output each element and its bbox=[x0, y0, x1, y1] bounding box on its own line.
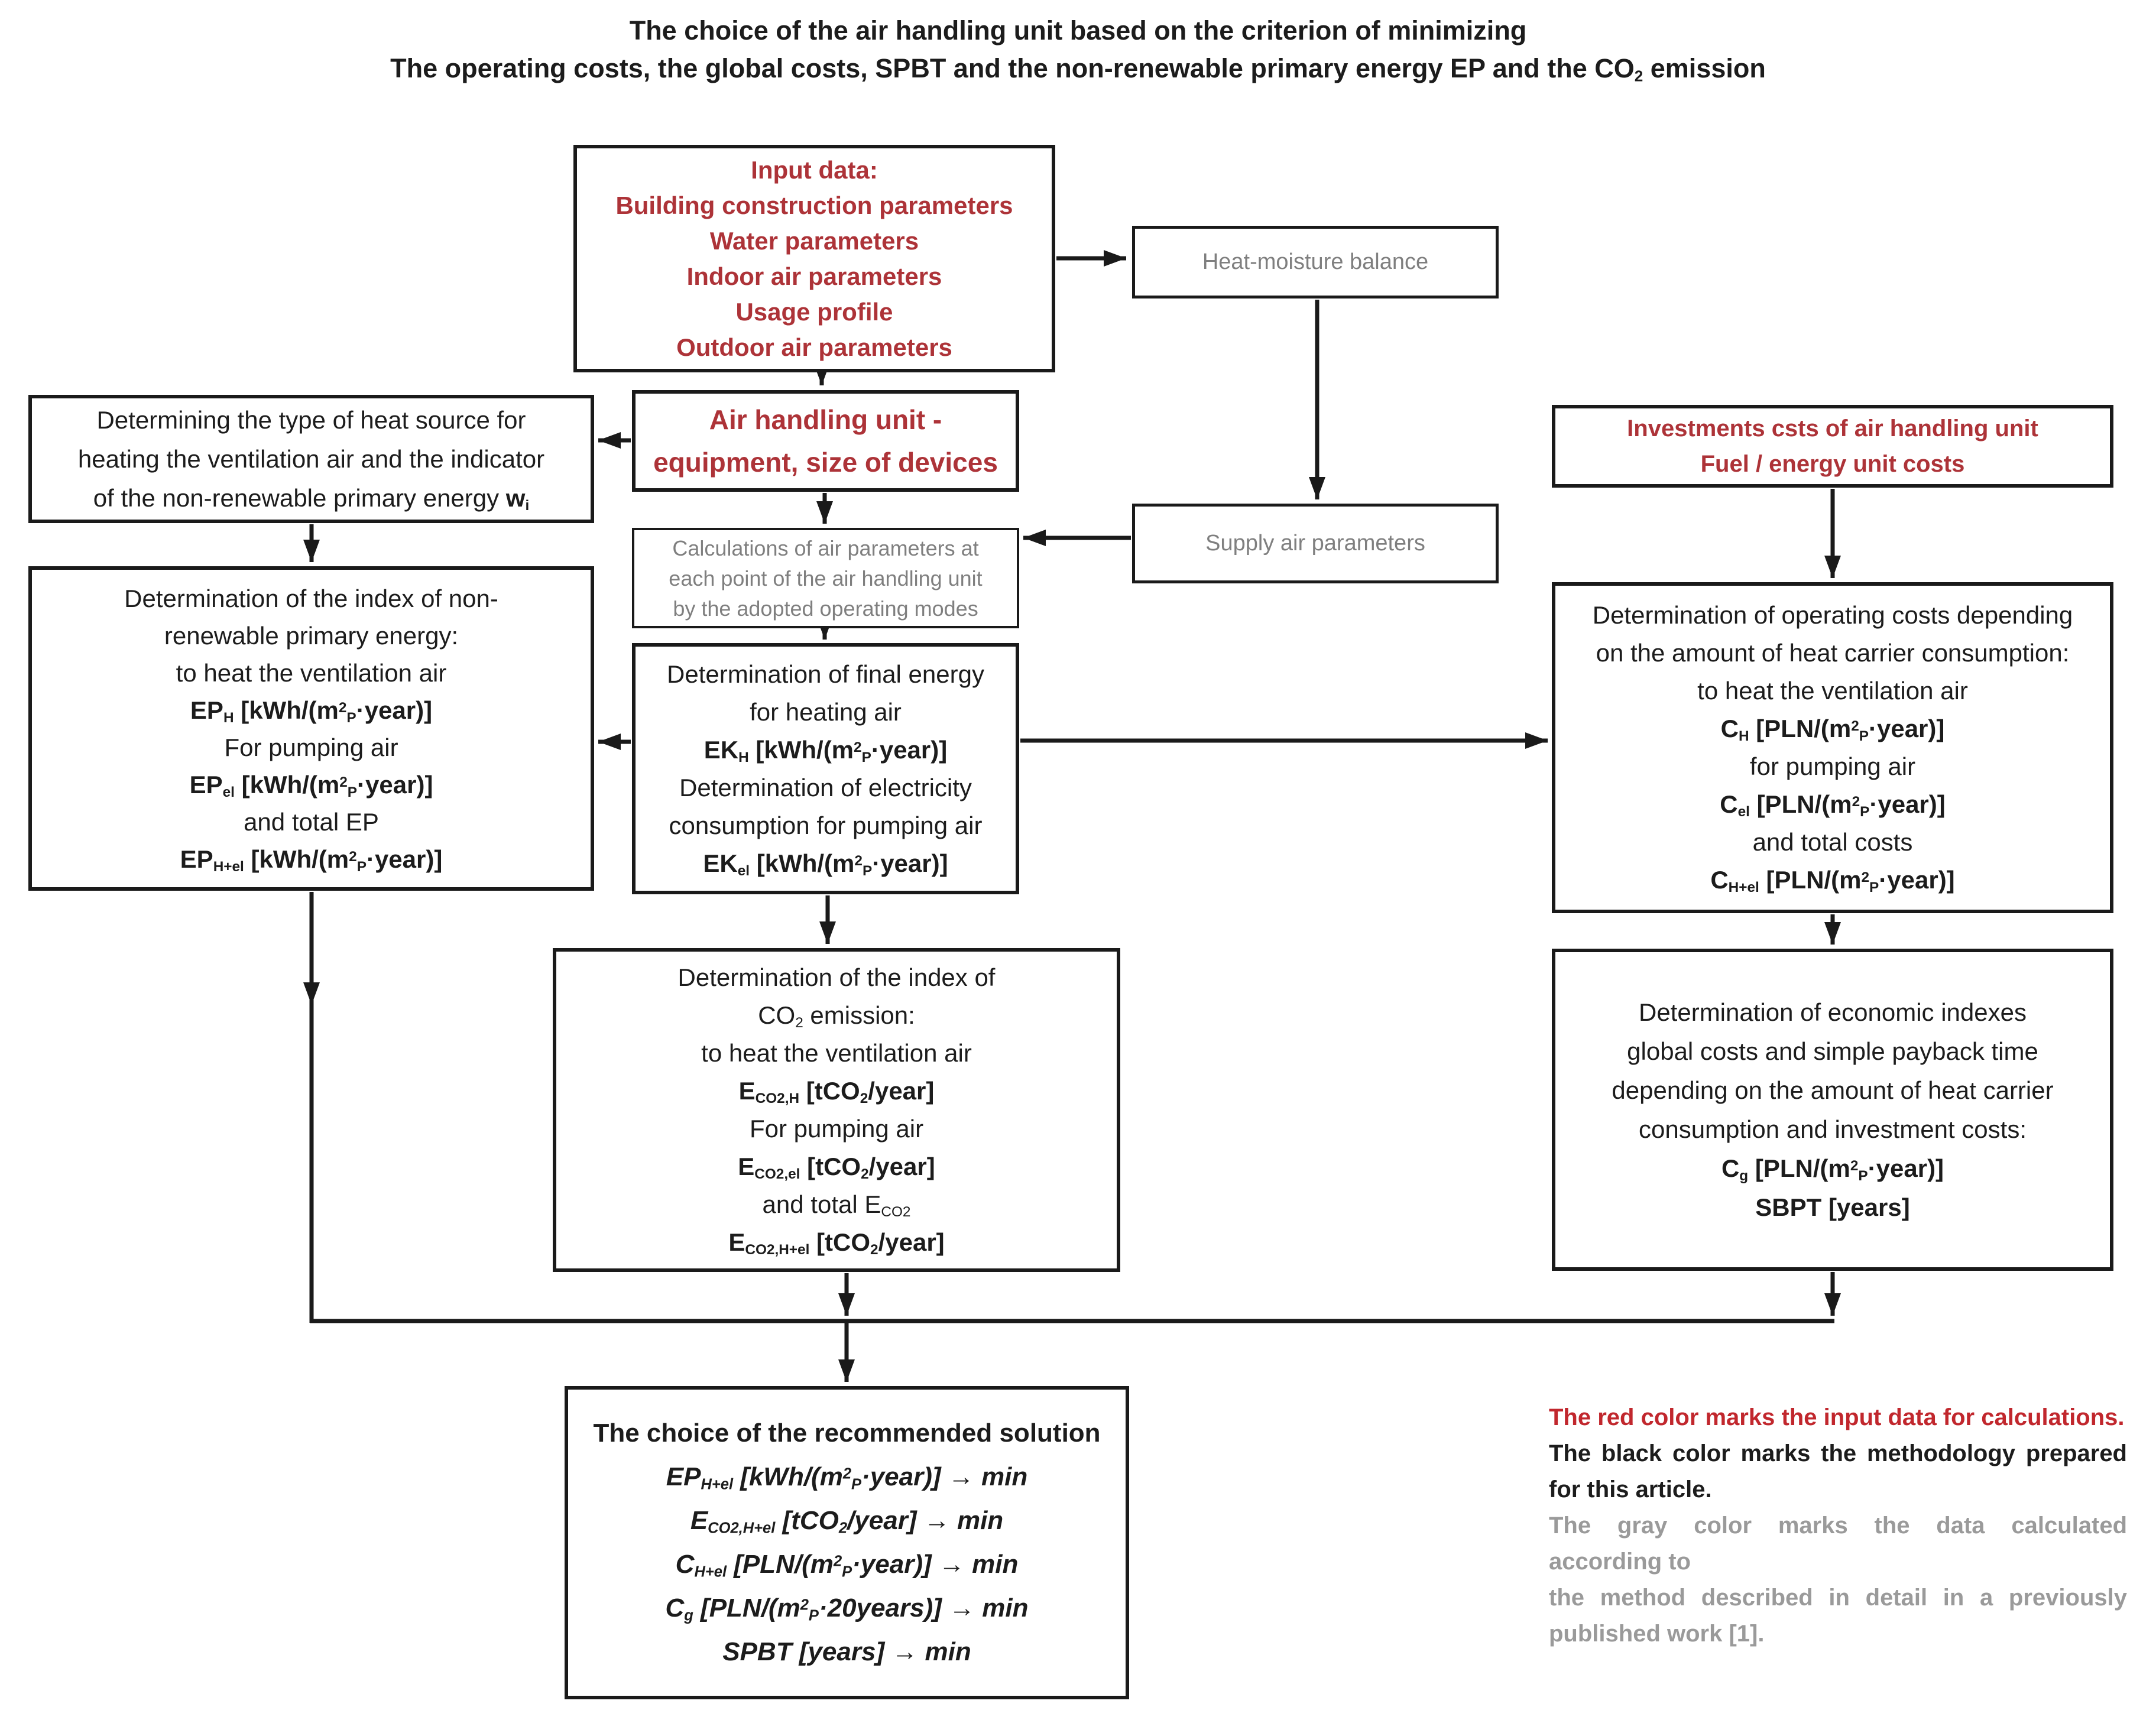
box-input-data: Input data: Building construction paramet… bbox=[573, 145, 1055, 372]
text-line: for pumping air bbox=[1749, 752, 1916, 780]
text-line: Supply air parameters bbox=[1205, 531, 1425, 556]
text-line: Determination of the index of bbox=[677, 963, 996, 991]
text-line: For pumping air bbox=[749, 1115, 924, 1143]
text-line: EKH [kWh/(m2P·year)] bbox=[703, 735, 948, 765]
text-line: equipment, size of devices bbox=[653, 447, 998, 478]
text-line: The choice of the recommended solution bbox=[593, 1419, 1101, 1448]
text-line: Investments csts of air handling unit bbox=[1627, 416, 2038, 442]
text-line: Fuel / energy unit costs bbox=[1700, 451, 1965, 477]
text-line: to heat the ventilation air bbox=[701, 1039, 972, 1067]
text-line: ECO2,el [tCO2/year] bbox=[738, 1153, 935, 1183]
text-line: to heat the ventilation air bbox=[176, 658, 447, 687]
box-ep-index: Determination of the index of non-renewa… bbox=[28, 566, 594, 891]
legend-red-text: The red color marks the input data for c… bbox=[1549, 1404, 2125, 1430]
text-line: Determination of final energy bbox=[667, 660, 984, 688]
text-line: for heating air bbox=[750, 697, 902, 726]
text-line: Determination of the index of non- bbox=[124, 584, 498, 612]
text-line: of the non-renewable primary energy wi bbox=[93, 483, 530, 514]
legend-gray-text-2: the method described in detail in a prev… bbox=[1549, 1585, 2127, 1647]
box-co2-emission: Determination of the index of CO2 emissio… bbox=[553, 948, 1120, 1272]
text-line: global costs and simple payback time bbox=[1627, 1037, 2038, 1065]
text-line: each point of the air handling unit bbox=[669, 566, 983, 590]
title-line-2: The operating costs, the global costs, S… bbox=[390, 53, 1766, 85]
text-line: Determining the type of heat source for bbox=[96, 405, 526, 434]
text-line: EPH+el [kWh/(m2P·year)] bbox=[180, 845, 443, 875]
legend-gray-text-1: The gray color marks the data calculated… bbox=[1549, 1513, 2127, 1575]
text-line: Cel [PLN/(m2P·year)] bbox=[1720, 790, 1946, 820]
text-line: For pumping air bbox=[224, 733, 398, 761]
text-line: consumption and investment costs: bbox=[1638, 1115, 2027, 1143]
text-line: Calculations of air parameters at bbox=[672, 536, 979, 560]
text-line: EPH [kWh/(m2P·year)] bbox=[190, 696, 433, 726]
text-line: Air handling unit - bbox=[709, 404, 942, 435]
text-line: and total costs bbox=[1752, 828, 1913, 856]
box-supply-air-parameters: Supply air parameters bbox=[1132, 504, 1499, 583]
box-air-handling-unit: Air handling unit - equipment, size of de… bbox=[632, 390, 1019, 492]
text-line: Cg [PLN/(m2P·20years)] → min bbox=[665, 1594, 1029, 1624]
text-line: EPel [kWh/(m2P·year)] bbox=[189, 770, 433, 800]
text-line: CH+el [PLN/(m2P·year)] → min bbox=[675, 1550, 1019, 1581]
text-line: Water parameters bbox=[709, 226, 919, 255]
text-line: and total ECO2 bbox=[762, 1190, 911, 1221]
text-line: Cg [PLN/(m2P·year)] bbox=[1721, 1154, 1944, 1184]
text-line: SPBT [years] → min bbox=[722, 1637, 971, 1666]
text-line: consumption for pumping air bbox=[669, 811, 983, 839]
text-line: Determination of electricity bbox=[679, 773, 972, 801]
box-economic-indexes: Determination of economic indexes global … bbox=[1552, 949, 2113, 1271]
text-line: Outdoor air parameters bbox=[676, 333, 952, 361]
box-calculations-air-parameters: Calculations of air parameters at each po… bbox=[632, 528, 1019, 628]
text-line: CH [PLN/(m2P·year)] bbox=[1720, 715, 1945, 745]
text-line: ECO2,H [tCO2/year] bbox=[738, 1077, 935, 1107]
text-line: Input data: bbox=[751, 155, 878, 184]
box-heat-moisture-balance: Heat-moisture balance bbox=[1132, 226, 1499, 298]
text-line: SBPT [years] bbox=[1755, 1193, 1910, 1221]
text-line: to heat the ventilation air bbox=[1697, 677, 1968, 705]
text-line: Heat-moisture balance bbox=[1202, 249, 1429, 274]
legend-black-text: The black color marks the methodology pr… bbox=[1549, 1440, 2127, 1502]
text-line: CO2 emission: bbox=[758, 1001, 915, 1031]
text-line: and total EP bbox=[244, 807, 379, 836]
box-determining-heat-source: Determining the type of heat source for h… bbox=[28, 395, 594, 523]
text-line: Building construction parameters bbox=[615, 191, 1013, 219]
text-line: CH+el [PLN/(m2P·year)] bbox=[1710, 866, 1955, 896]
text-line: by the adopted operating modes bbox=[673, 596, 978, 621]
text-line: Indoor air parameters bbox=[686, 262, 942, 290]
text-line: ECO2,H+el [tCO2/year] → min bbox=[690, 1506, 1004, 1537]
text-line: renewable primary energy: bbox=[164, 621, 459, 650]
text-line: Usage profile bbox=[735, 297, 893, 326]
text-line: on the amount of heat carrier consumptio… bbox=[1596, 639, 2070, 667]
text-line: heating the ventilation air and the indi… bbox=[77, 444, 545, 473]
text-line: depending on the amount of heat carrier bbox=[1612, 1076, 2054, 1104]
figure-title: The choice of the air handling unit base… bbox=[0, 13, 2156, 86]
box-final-energy: Determination of final energy for heating… bbox=[632, 643, 1019, 894]
text-line: ECO2,H+el [tCO2/year] bbox=[728, 1228, 945, 1258]
box-operating-costs: Determination of operating costs dependi… bbox=[1552, 582, 2113, 913]
text-line: EKel [kWh/(m2P·year)] bbox=[703, 849, 948, 879]
text-line: Determination of operating costs dependi… bbox=[1592, 601, 2073, 629]
text-line: EPH+el [kWh/(m2P·year)] → min bbox=[666, 1462, 1028, 1493]
text-line: Determination of economic indexes bbox=[1638, 998, 2027, 1026]
legend: The red color marks the input data for c… bbox=[1549, 1400, 2127, 1652]
title-line-1: The choice of the air handling unit base… bbox=[629, 15, 1527, 46]
